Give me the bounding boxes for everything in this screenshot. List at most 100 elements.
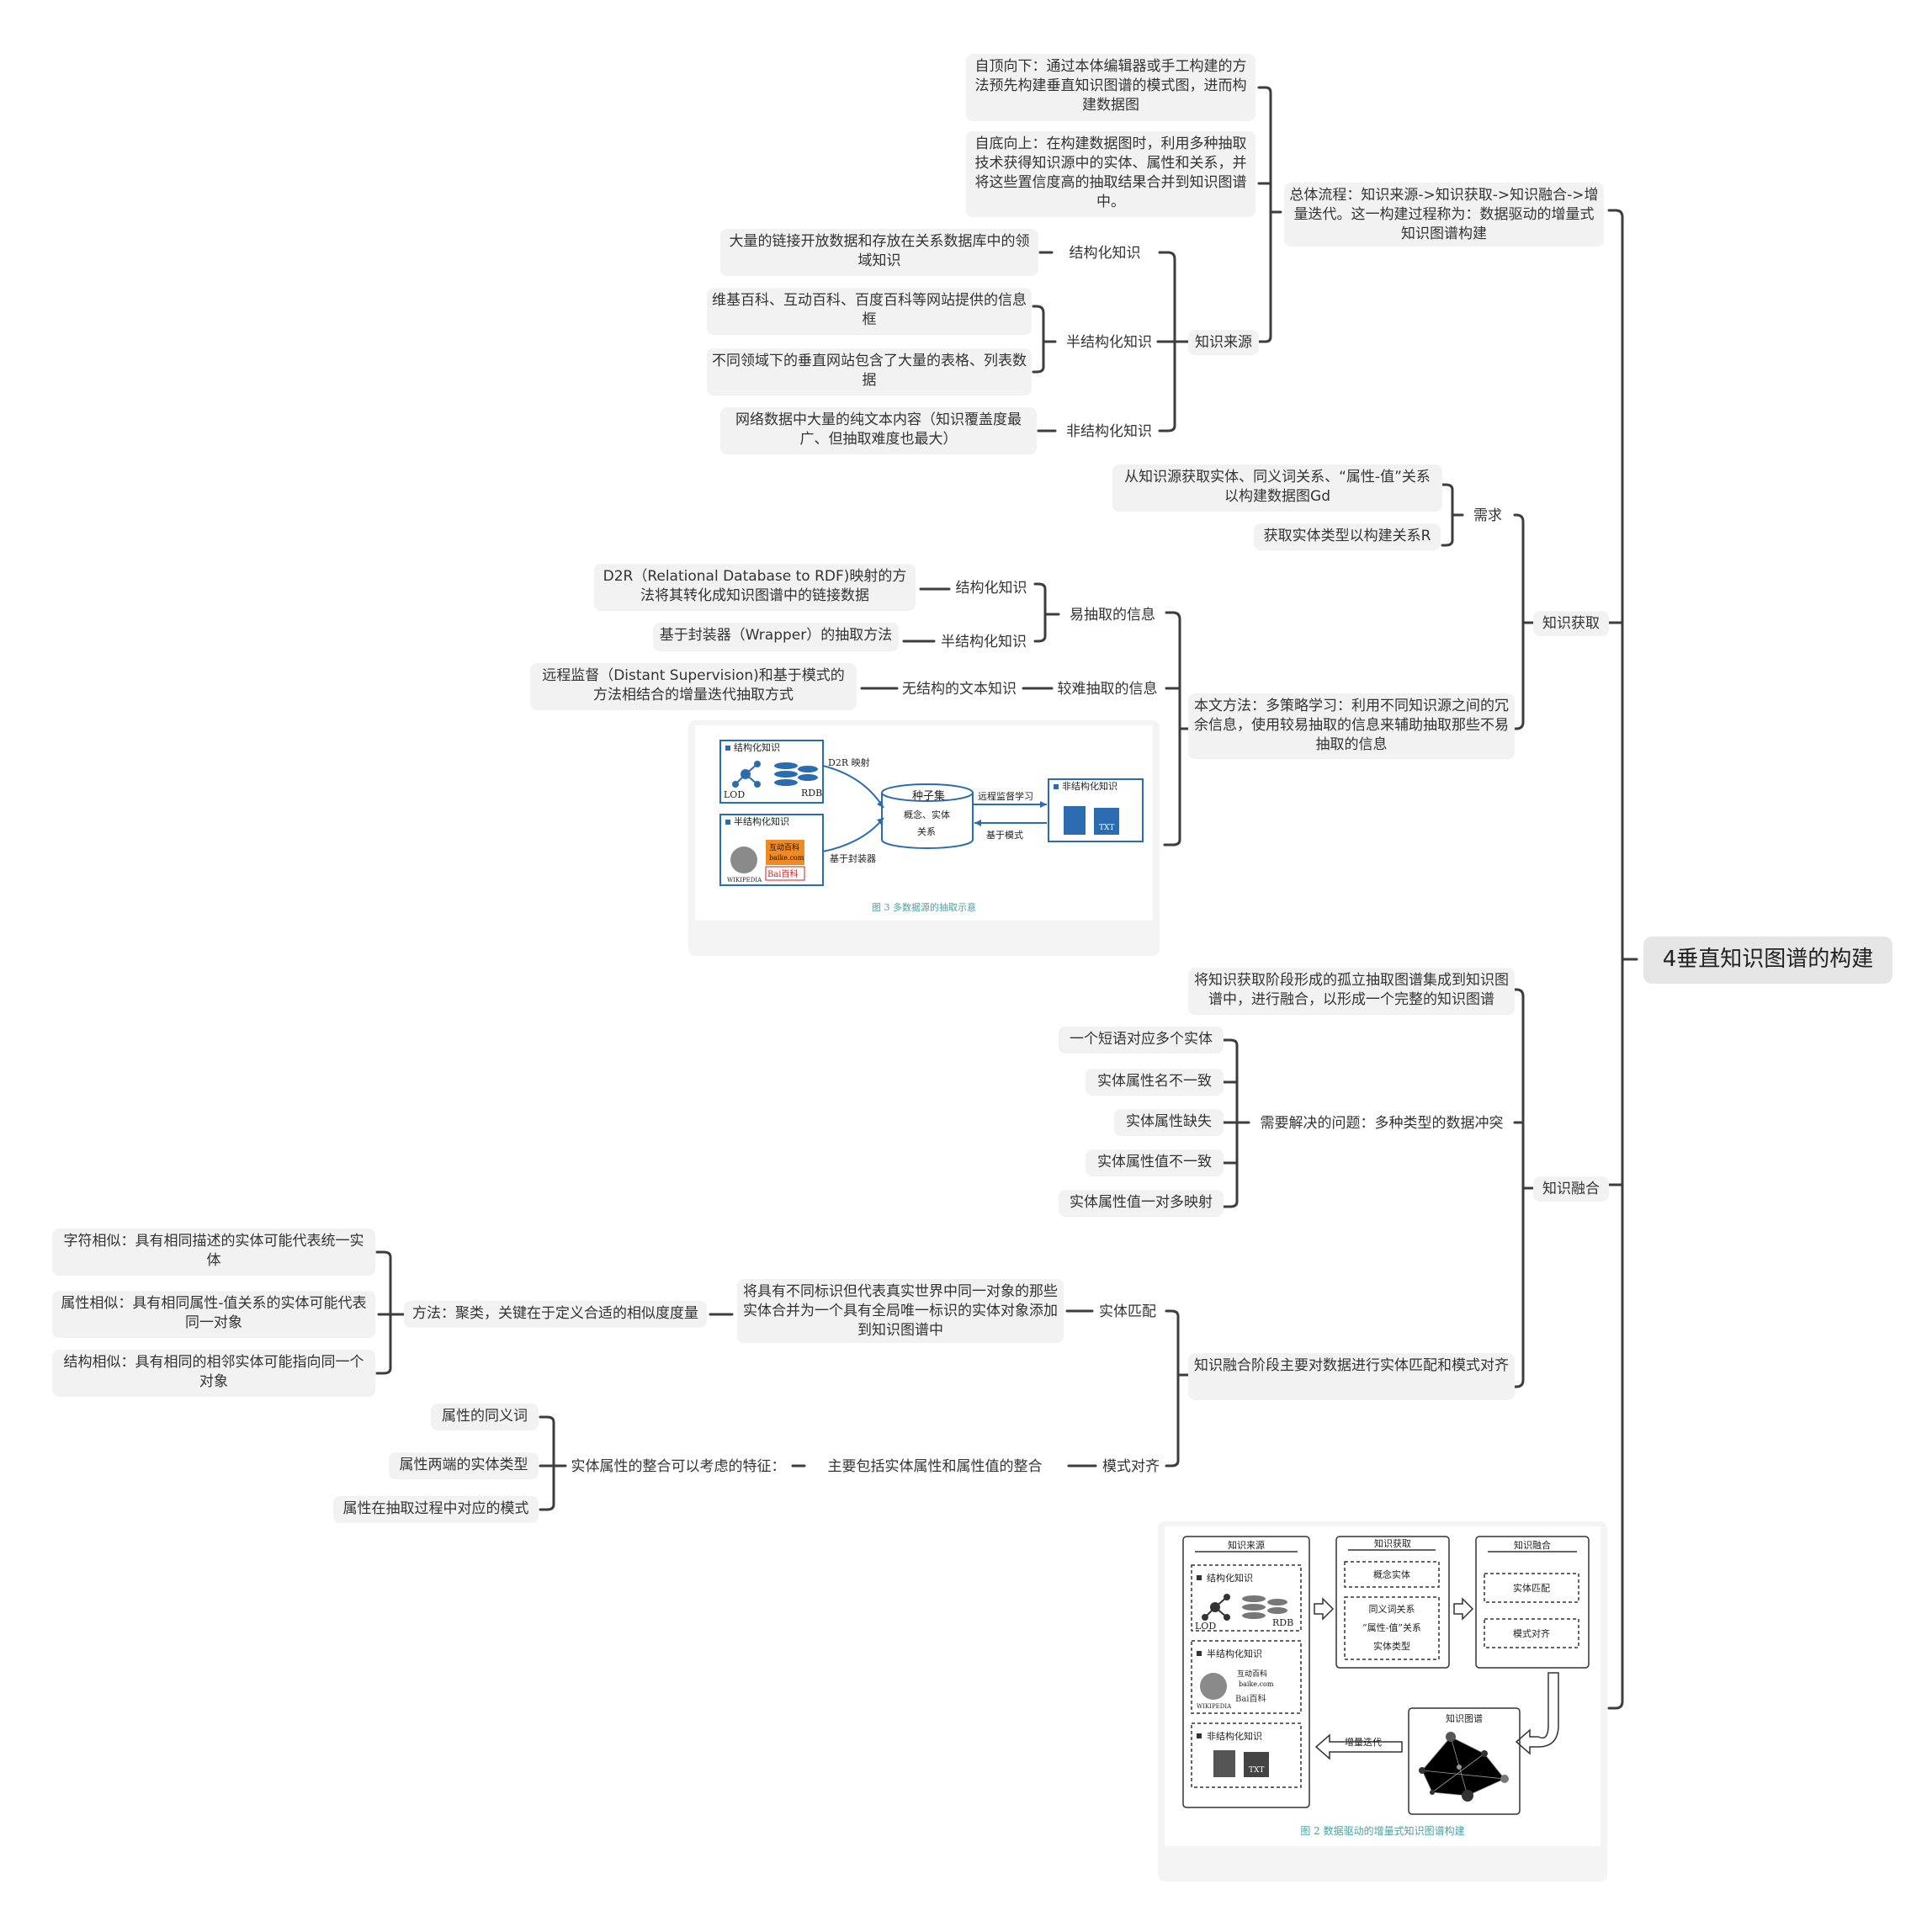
fig2-arrow-4 bbox=[1314, 1733, 1403, 1760]
top-down-node[interactable]: 自顶向下：通过本体编辑器或手工构建的方法预先构建垂直知识图谱的模式图，进而构建数… bbox=[966, 54, 1255, 121]
unstructured-label[interactable]: 非结构化知识 bbox=[1066, 423, 1152, 440]
fig3-rdb-text: RDB bbox=[801, 788, 822, 799]
fig2-fusion-box bbox=[1475, 1536, 1590, 1669]
fig3-seed-sub2: 关系 bbox=[917, 825, 936, 837]
method-topic[interactable]: 本文方法：多策略学习：利用不同知识源之间的冗余信息，使用较易抽取的信息来辅助抽取… bbox=[1188, 693, 1515, 759]
match-lines bbox=[709, 1309, 1094, 1316]
problems-topic[interactable]: 需要解决的问题：多种类型的数据冲突 bbox=[1260, 1115, 1504, 1132]
fig2-unstructured-box bbox=[1191, 1722, 1302, 1788]
figure-3-panel[interactable]: 结构化知识 半结构化知识 非结构化知识 LOD RDB D2R 映射 基于封装器… bbox=[688, 720, 1160, 956]
fig2-kg-text: 知识图谱 bbox=[1446, 1712, 1483, 1724]
unstructured-desc[interactable]: 网络数据中大量的纯文本内容（知识覆盖度最广、但抽取难度也最大） bbox=[720, 407, 1037, 454]
fig2-baidu-text: Bai百科 bbox=[1235, 1693, 1266, 1704]
fig2-col2-title: 知识获取 bbox=[1374, 1537, 1411, 1549]
schema-align-desc[interactable]: 主要包括实体属性和属性值的整合 bbox=[827, 1458, 1043, 1475]
fig3-bullet-3 bbox=[1054, 784, 1059, 789]
fusion-desc[interactable]: 将知识获取阶段形成的孤立抽取图谱集成到知识图谱中，进行融合，以形成一个完整的知识… bbox=[1188, 968, 1515, 1015]
fig3-unstructured-box bbox=[1048, 778, 1144, 842]
fig2-semi-box bbox=[1191, 1640, 1302, 1714]
fig3-seed-body bbox=[881, 793, 974, 849]
easy-semi-desc[interactable]: 基于封装器（Wrapper）的抽取方法 bbox=[653, 623, 899, 651]
feature-item-3[interactable]: 属性在抽取过程中对应的模式 bbox=[333, 1496, 539, 1523]
fig3-seed-sub1: 概念、实体 bbox=[904, 809, 950, 820]
cluster-method[interactable]: 方法：聚类，关键在于定义合适的相似度度量 bbox=[404, 1301, 707, 1328]
problems-bracket bbox=[1222, 1038, 1250, 1208]
easy-structured-label[interactable]: 结构化知识 bbox=[955, 580, 1027, 597]
fig3-hudong-logo bbox=[766, 840, 804, 865]
easy-structured-desc[interactable]: D2R（Relational Database to RDF)映射的方法将其转化… bbox=[594, 564, 916, 611]
fig3-rdb-disk-5 bbox=[798, 774, 818, 781]
entity-match-desc[interactable]: 将具有不同标识但代表真实世界中同一对象的那些实体合并为一个具有全局唯一标识的实体… bbox=[737, 1279, 1064, 1343]
source-bracket bbox=[1156, 251, 1190, 433]
fig2-source-box bbox=[1182, 1536, 1310, 1808]
fig2-kg-edges bbox=[1421, 1736, 1505, 1797]
semi-desc-1[interactable]: 维基百科、互动百科、百度百科等网站提供的信息框 bbox=[707, 288, 1032, 335]
figure-2-panel[interactable]: 知识来源 知识获取 知识融合 结构化知识 半结构化知识 非结构化知识 LOD R… bbox=[1158, 1521, 1607, 1882]
fig3-unstructured-text: 非结构化知识 bbox=[1062, 780, 1117, 792]
fusion-topic[interactable]: 知识融合 bbox=[1533, 1176, 1609, 1202]
structured-knowledge-label[interactable]: 结构化知识 bbox=[1069, 245, 1141, 262]
fig2-rdb-disk-5 bbox=[1267, 1607, 1287, 1614]
stage-bracket bbox=[1165, 1309, 1192, 1468]
acquire-bracket bbox=[1513, 513, 1535, 730]
fig2-kg-box bbox=[1408, 1707, 1521, 1815]
fig2-rdb-disk-2 bbox=[1242, 1604, 1266, 1611]
feature-item-1[interactable]: 属性的同义词 bbox=[431, 1404, 539, 1430]
need-item-2[interactable]: 获取实体类型以构建关系R bbox=[1254, 523, 1441, 550]
bottom-up-node[interactable]: 自底向上：在构建数据图时，利用多种抽取技术获得知识源中的实体、属性和关系，并将这… bbox=[966, 131, 1255, 217]
easy-semi-label[interactable]: 半结构化知识 bbox=[941, 634, 1027, 650]
need-label[interactable]: 需求 bbox=[1473, 507, 1502, 524]
schema-align-label[interactable]: 模式对齐 bbox=[1102, 1458, 1160, 1475]
fusion-stage-topic[interactable]: 知识融合阶段主要对数据进行实体匹配和模式对齐 bbox=[1188, 1353, 1515, 1400]
fig3-baike-text: baike.com bbox=[769, 854, 804, 862]
fig2-rdb-text: RDB bbox=[1272, 1617, 1293, 1628]
fig3-seed-text: 种子集 bbox=[912, 789, 945, 803]
fig2-caption: 图 2 数据驱动的增量式知识图谱构建 bbox=[1300, 1824, 1464, 1837]
flow-topic[interactable]: 总体流程：知识来源->知识获取->知识融合->增量迭代。这一构建过程称为：数据驱… bbox=[1284, 183, 1604, 247]
fig2-col1-title: 知识来源 bbox=[1228, 1539, 1265, 1551]
figure-3-image: 结构化知识 半结构化知识 非结构化知识 LOD RDB D2R 映射 基于封装器… bbox=[695, 725, 1153, 921]
fig2-semi-text: 半结构化知识 bbox=[1207, 1648, 1262, 1659]
need-item-1[interactable]: 从知识源获取实体、同义词关系、“属性-值”关系以构建数据图Gd bbox=[1112, 464, 1442, 512]
fig3-caption: 图 3 多数据源的抽取示意 bbox=[872, 901, 976, 913]
feature-item-2[interactable]: 属性两端的实体类型 bbox=[389, 1452, 539, 1479]
fig3-arrowhead-3 bbox=[1040, 801, 1047, 808]
fig2-structured-box bbox=[1191, 1564, 1302, 1632]
easy-info-label[interactable]: 易抽取的信息 bbox=[1070, 607, 1155, 624]
fig3-arrowhead-1 bbox=[877, 800, 884, 808]
semi-structured-label[interactable]: 半结构化知识 bbox=[1066, 334, 1152, 351]
fig2-rdb-disk-1 bbox=[1242, 1595, 1266, 1602]
fig2-bullet-1 bbox=[1197, 1575, 1202, 1580]
fig3-baidu-text: Bai百科 bbox=[767, 868, 799, 879]
problem-item-5[interactable]: 实体属性值一对多映射 bbox=[1059, 1190, 1224, 1217]
problem-item-2[interactable]: 实体属性名不一致 bbox=[1086, 1069, 1224, 1096]
fig2-hudong-text: 互动百科 bbox=[1237, 1669, 1267, 1679]
acquire-topic[interactable]: 知识获取 bbox=[1533, 611, 1609, 636]
source-topic[interactable]: 知识来源 bbox=[1188, 330, 1259, 355]
semi-desc-2[interactable]: 不同领域下的垂直网站包含了大量的表格、列表数据 bbox=[707, 348, 1032, 395]
problem-item-3[interactable]: 实体属性缺失 bbox=[1114, 1109, 1224, 1136]
problem-item-4[interactable]: 实体属性值不一致 bbox=[1086, 1149, 1224, 1176]
similarity-struct[interactable]: 结构相似：具有相同的相邻实体可能指向同一个对象 bbox=[52, 1350, 375, 1397]
easy-lines bbox=[902, 587, 951, 643]
hard-sub-label[interactable]: 无结构的文本知识 bbox=[902, 681, 1017, 698]
fig3-rdb-disk-1 bbox=[774, 762, 798, 769]
hard-info-label[interactable]: 较难抽取的信息 bbox=[1057, 681, 1158, 698]
similarity-char[interactable]: 字符相似：具有相同描述的实体可能代表统一实体 bbox=[52, 1229, 375, 1276]
fig2-doc-icon bbox=[1213, 1750, 1235, 1777]
entity-match-label[interactable]: 实体匹配 bbox=[1099, 1303, 1156, 1320]
root-topic[interactable]: 4垂直知识图谱的构建 bbox=[1643, 937, 1892, 984]
similarity-attr[interactable]: 属性相似：具有相同属性-值关系的实体可能代表同一对象 bbox=[52, 1291, 375, 1338]
fig2-rel3-text: 实体类型 bbox=[1373, 1640, 1410, 1652]
structured-desc[interactable]: 大量的链接开放数据和存放在关系数据库中的领域知识 bbox=[720, 229, 1038, 276]
fig2-wiki-text: WIKIPEDIA bbox=[1197, 1703, 1232, 1710]
align-features-label[interactable]: 实体属性的整合可以考虑的特征： bbox=[571, 1458, 786, 1475]
problem-item-1[interactable]: 一个短语对应多个实体 bbox=[1059, 1027, 1224, 1054]
fig2-lod-text: LOD bbox=[1195, 1621, 1216, 1632]
hard-desc[interactable]: 远程监督（Distant Supervision)和基于模式的方法相结合的增量迭… bbox=[530, 663, 857, 710]
fig2-kg-node-4 bbox=[1500, 1775, 1509, 1783]
fig2-kg-node-6 bbox=[1430, 1790, 1435, 1795]
fig2-arrow-1 bbox=[1314, 1597, 1335, 1621]
method-bracket bbox=[1163, 611, 1195, 847]
